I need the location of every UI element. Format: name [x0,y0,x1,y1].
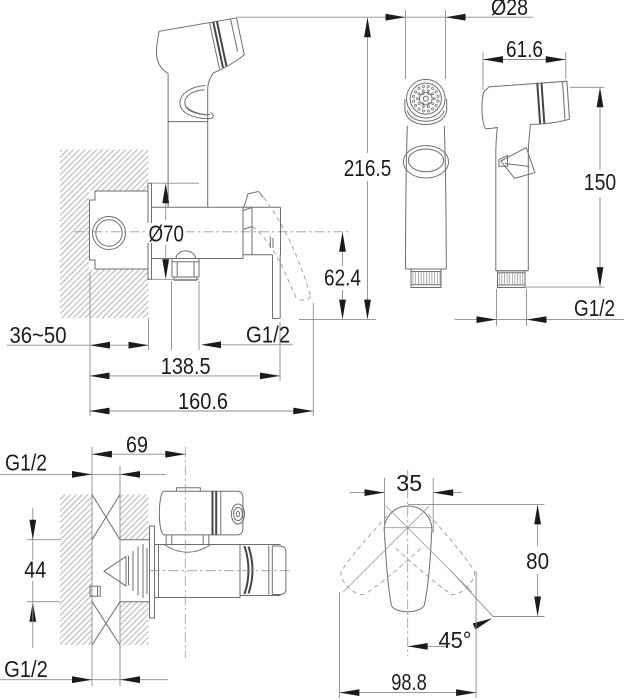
svg-text:36~50: 36~50 [10,322,67,348]
svg-text:80: 80 [526,548,549,574]
svg-text:98.8: 98.8 [391,669,427,695]
svg-text:138.5: 138.5 [161,353,211,379]
svg-text:35: 35 [396,470,422,496]
svg-text:44: 44 [24,557,46,583]
svg-text:150: 150 [584,169,616,195]
svg-text:G1/2: G1/2 [246,322,290,348]
svg-text:G1/2: G1/2 [574,295,615,321]
svg-text:61.6: 61.6 [506,36,543,62]
svg-text:Ø28: Ø28 [491,0,528,20]
svg-text:G1/2: G1/2 [5,450,47,476]
svg-text:G1/2: G1/2 [4,656,48,682]
svg-text:216.5: 216.5 [344,155,392,181]
svg-text:45°: 45° [439,627,472,653]
svg-text:160.6: 160.6 [178,388,228,414]
svg-text:62.4: 62.4 [324,265,361,291]
svg-text:69: 69 [126,432,148,458]
svg-text:Ø70: Ø70 [148,221,184,247]
